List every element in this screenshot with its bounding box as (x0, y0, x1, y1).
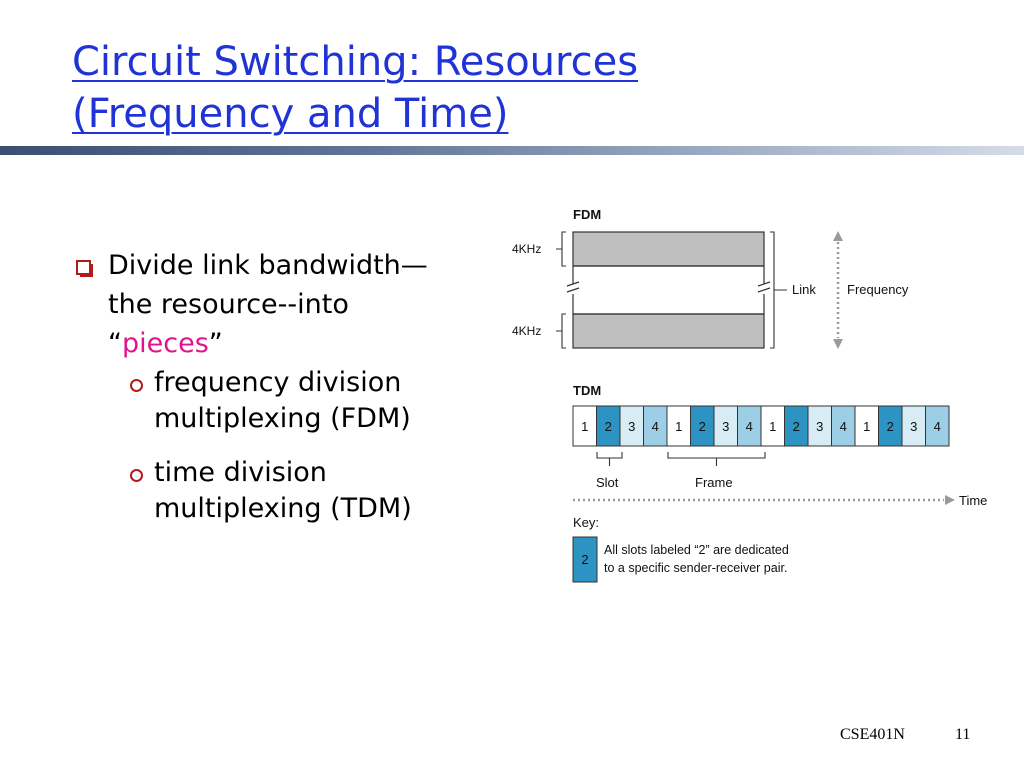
tdm-slot-number: 2 (793, 419, 800, 434)
tdm-slot-number: 4 (934, 419, 941, 434)
fdm-heading: FDM (573, 207, 601, 222)
tdm-slot-number: 4 (652, 419, 659, 434)
circle-bullet-icon (130, 379, 143, 392)
key-slot-number: 2 (581, 552, 588, 567)
time-label: Time (959, 493, 987, 508)
tdm-heading: TDM (573, 383, 601, 398)
time-arrow-icon (945, 495, 955, 505)
key-slot-swatch (572, 536, 598, 583)
frequency-label: Frequency (847, 282, 909, 297)
circle-bullet-icon (130, 469, 143, 482)
quote-open: “ (108, 328, 122, 359)
sub-bullet-fdm-line-1: frequency division (154, 367, 402, 398)
bullet-line-1: Divide link bandwidth— (108, 250, 428, 281)
fdm-tdm-diagram: FDM 4KHz 4KHz Link Frequency TDM 1 2 3 4 1 2 3… (512, 207, 987, 583)
course-code: CSE401N (840, 726, 905, 743)
tdm-slot-number: 4 (840, 419, 847, 434)
tdm-slot-number: 2 (699, 419, 706, 434)
page-number: 11 (955, 726, 971, 743)
fdm-band-top (572, 231, 765, 267)
tdm-slot-number: 3 (722, 419, 729, 434)
tdm-slot-number: 1 (675, 419, 682, 434)
slide-title-line-2: (Frequency and Time) (72, 91, 509, 137)
tdm-slot-number: 2 (605, 419, 612, 434)
bullet-divide-bandwidth: Divide link bandwidth— the resource--int… (74, 246, 494, 363)
tdm-slot-number: 3 (910, 419, 917, 434)
bandwidth-label-top: 4KHz (512, 242, 541, 256)
highlight-pieces: pieces (122, 328, 209, 359)
quote-close: ” (208, 328, 223, 359)
frame-label: Frame (695, 475, 733, 490)
link-label: Link (792, 282, 816, 297)
sub-bullet-tdm-line-2: multiplexing (TDM) (154, 493, 412, 524)
slot-label: Slot (596, 475, 619, 490)
break-mark-icon (566, 281, 580, 293)
tdm-slot-strip: 1 2 3 4 1 2 3 4 1 2 3 4 1 2 3 4 (572, 405, 950, 447)
sub-bullet-fdm-line-2: multiplexing (FDM) (154, 403, 411, 434)
frequency-arrow-down-icon (833, 339, 843, 349)
bandwidth-label-bottom: 4KHz (512, 324, 541, 338)
tdm-slot-number: 1 (863, 419, 870, 434)
bullet-list: Divide link bandwidth— the resource--int… (74, 246, 494, 527)
fdm-band-bottom (572, 313, 765, 349)
key-heading: Key: (573, 515, 599, 530)
break-mark-icon (757, 281, 771, 293)
sub-bullet-tdm: time division multiplexing (TDM) (130, 455, 494, 527)
tdm-slot-number: 3 (628, 419, 635, 434)
bandwidth-bracket-bottom (556, 313, 566, 349)
tdm-slot-number: 1 (581, 419, 588, 434)
bullet-line-2: the resource--into (108, 289, 349, 320)
tdm-slot-number: 1 (769, 419, 776, 434)
tdm-slot-number: 3 (816, 419, 823, 434)
frequency-arrow-up-icon (833, 231, 843, 241)
slide-title: Circuit Switching: Resources (Frequency … (72, 36, 638, 140)
sub-bullet-fdm: frequency division multiplexing (FDM) (130, 365, 494, 437)
title-divider (0, 146, 1024, 155)
tdm-slot-number: 2 (887, 419, 894, 434)
bandwidth-bracket-top (556, 231, 566, 267)
key-text-line-1: All slots labeled “2” are dedicated (604, 543, 789, 557)
tdm-slot-number: 4 (746, 419, 753, 434)
link-bracket (770, 231, 787, 349)
bullet-line-3: “pieces” (108, 324, 494, 363)
slide-title-line-1: Circuit Switching: Resources (72, 39, 639, 85)
square-bullet-icon (76, 260, 91, 275)
tdm-slot (925, 405, 950, 447)
sub-bullet-tdm-line-1: time division (154, 457, 327, 488)
frame-brace (667, 452, 766, 466)
slot-brace (596, 452, 623, 466)
key-text-line-2: to a specific sender-receiver pair. (604, 561, 787, 575)
